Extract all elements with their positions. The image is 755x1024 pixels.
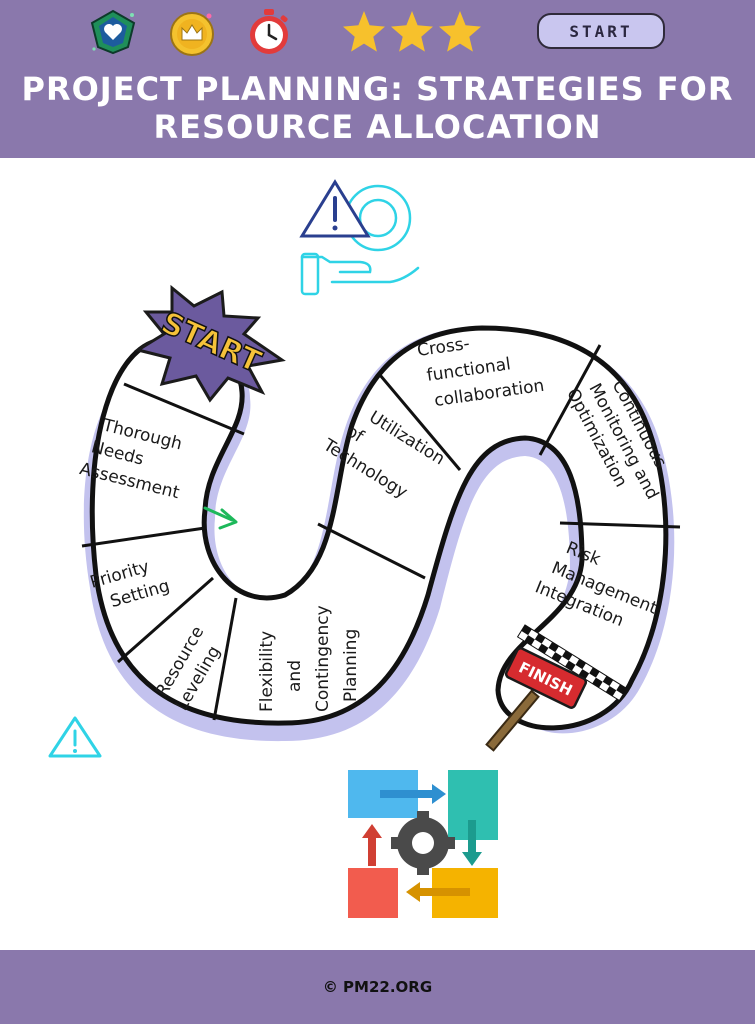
tile-label-line: Contingency — [313, 605, 333, 712]
warning-gear-hand-icon — [299, 179, 420, 296]
start-sticker: START — [134, 284, 286, 403]
star-icon — [343, 11, 385, 52]
star-icon — [439, 11, 481, 52]
warning-triangle-icon — [48, 716, 102, 758]
page-title: PROJECT PLANNING: STRATEGIES FOR RESOURC… — [20, 70, 735, 146]
title-line-1: PROJECT PLANNING: STRATEGIES FOR — [21, 70, 734, 108]
start-button[interactable]: START — [537, 13, 665, 49]
stopwatch-icon — [250, 9, 288, 54]
puzzle-gear-icon — [348, 770, 498, 918]
tile-dividers — [81, 344, 681, 721]
board-tile: Flexibility and Contingency Planning — [257, 600, 361, 712]
finish-checkered-strip — [516, 624, 628, 702]
star-rating — [343, 11, 481, 52]
svg-text:Flexibility and Co: Flexibility and Contingency Planning — [257, 600, 361, 712]
board-path — [89, 325, 669, 731]
tile-label-line: Flexibility — [257, 631, 277, 712]
header-bar: START PROJECT PLANNING: STRATEGIES FOR R… — [0, 0, 755, 158]
crown-coin-icon — [170, 12, 214, 56]
copyright-text: © PM22.ORG — [322, 978, 433, 996]
tile-label-line: Planning — [341, 629, 361, 702]
arrow-right-icon — [203, 506, 238, 530]
footer-bar: © PM22.ORG — [0, 950, 755, 1024]
game-board: Thorough Needs Assessment Priority Setti… — [48, 179, 681, 918]
title-line-2: RESOURCE ALLOCATION — [153, 108, 602, 146]
tile-label-line: and — [285, 660, 305, 692]
star-icon — [391, 11, 433, 52]
heart-gem-icon — [90, 9, 136, 55]
